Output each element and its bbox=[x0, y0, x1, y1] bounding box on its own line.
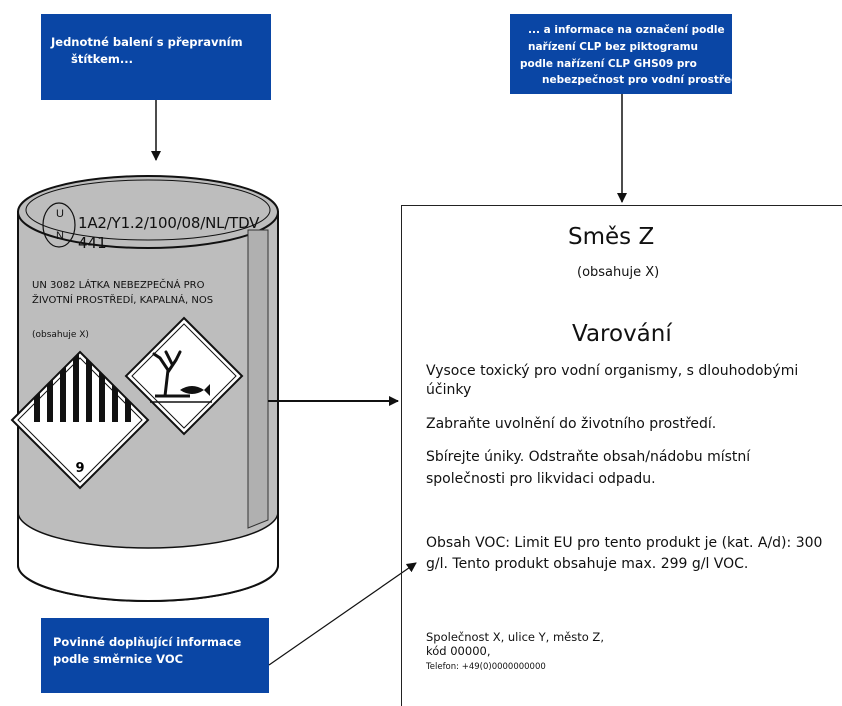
label-contains-text: (obsahuje X) bbox=[577, 265, 660, 280]
product-name: Směs Z bbox=[568, 224, 655, 250]
supplier-phone: Telefon: +49(0)0000000000 bbox=[426, 662, 546, 672]
class-label-number: 9 bbox=[75, 461, 84, 476]
supplier-address: Společnost X, ulice Y, město Z, bbox=[426, 630, 604, 644]
precaution-statement-1: Zabraňte uvolnění do životního prostředí… bbox=[426, 416, 717, 432]
shipping-name-line1: UN 3082 LÁTKA NEBEZPEČNÁ PRO bbox=[32, 280, 205, 291]
signal-word: Varování bbox=[572, 321, 672, 347]
drum bbox=[17, 175, 279, 602]
callout-single-packaging: Jednotné balení s přepravním štítkem... bbox=[41, 14, 271, 100]
precaution-statement-2: Sbírejte úniky. Odstraňte obsah/nádobu m… bbox=[426, 449, 751, 488]
un-letter-u: U bbox=[56, 208, 64, 220]
callout-line: nebezpečnost pro vodní prostředí bbox=[542, 74, 732, 87]
callout-line: Jednotné balení s přepravním bbox=[51, 35, 243, 49]
shipping-name-line2: ŽIVOTNÍ PROSTŘEDÍ, KAPALNÁ, NOS bbox=[32, 295, 214, 306]
callout-line: podle směrnice VOC bbox=[53, 651, 184, 666]
callout-line: nařízení CLP bez piktogramu bbox=[528, 40, 698, 53]
dead-tree-and-fish-icon bbox=[124, 316, 244, 436]
callout-clp-info: ... a informace na označení podle naříze… bbox=[510, 14, 732, 94]
callout-voc-info: Povinné doplňující informace podle směrn… bbox=[41, 618, 269, 693]
callout-line: štítkem... bbox=[71, 51, 134, 66]
un-packaging-number: 441 bbox=[78, 234, 107, 252]
drum-contains-text: (obsahuje X) bbox=[32, 330, 89, 340]
voc-statement: Obsah VOC: Limit EU pro tento produkt je… bbox=[426, 535, 823, 573]
callout-line: Povinné doplňující informace bbox=[53, 635, 242, 649]
arrow-to-voc-text bbox=[268, 562, 417, 666]
supplier-postal-code: kód 00000, bbox=[426, 644, 491, 658]
hazard-statement: Vysoce toxický pro vodní organismy, s dl… bbox=[426, 363, 799, 399]
un-letter-n: N bbox=[56, 230, 64, 242]
callout-line: podle nařízení CLP GHS09 pro bbox=[520, 57, 697, 70]
clp-label-panel: Směs Z (obsahuje X) Varování Vysoce toxi… bbox=[401, 205, 842, 706]
un-symbol-circle bbox=[42, 202, 76, 248]
un-packaging-code: 1A2/Y1.2/100/08/NL/TDV bbox=[78, 214, 260, 232]
callout-line: ... a informace na označení podle bbox=[528, 24, 725, 36]
